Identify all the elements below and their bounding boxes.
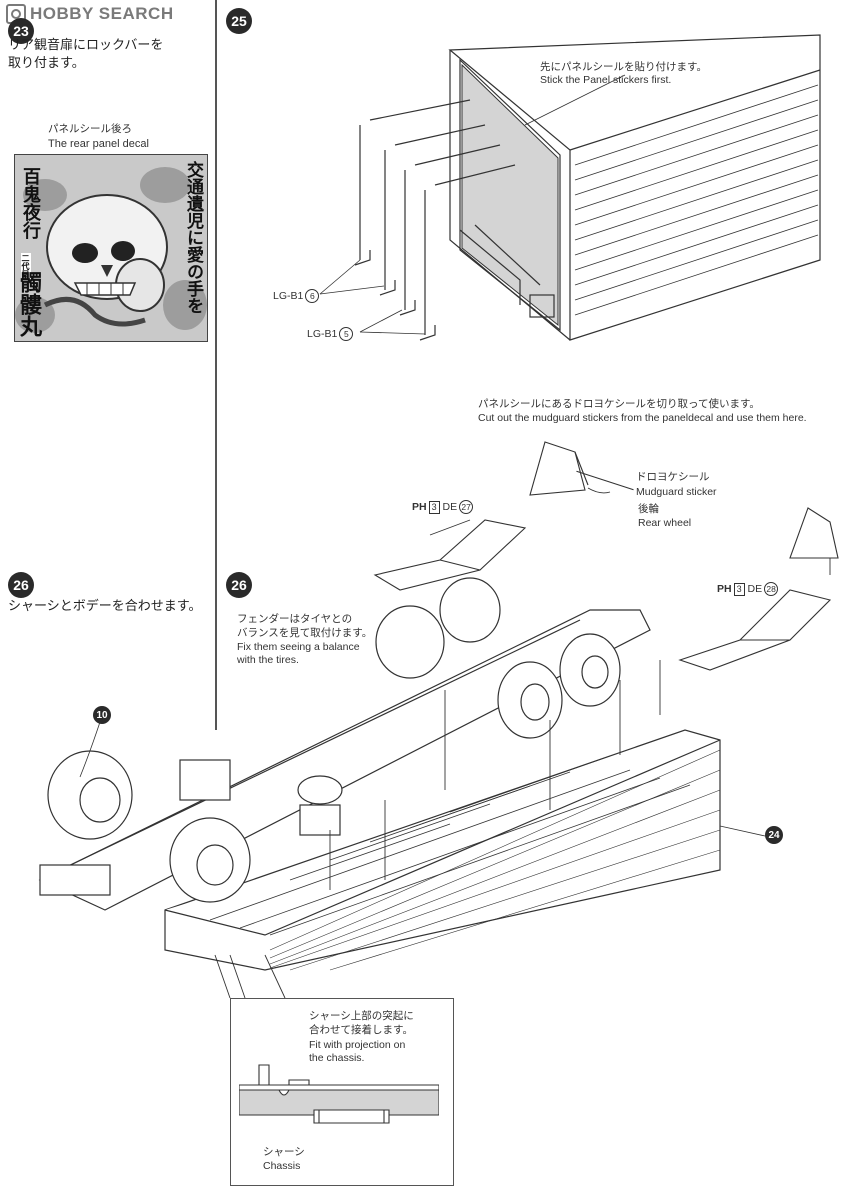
inset-en-2: the chassis. [309,1052,365,1064]
decal-label-jp: パネルシール後ろ [48,123,132,135]
part-de27-runner-num: 3 [428,500,440,514]
cut-note-en: Cut out the mudguard stickers from the p… [478,412,807,424]
part-de28-num: 28 [764,582,779,596]
chassis-label-jp: シャーシ [263,1146,305,1158]
decal-label-en: The rear panel decal [48,138,149,150]
watermark-text: HOBBY SEARCH [30,4,174,23]
rear-panel-decal-image: 交通遺児に愛の手を 百鬼夜行 二代目 髑髏丸 [14,154,208,342]
step-23-badge: 23 [8,18,34,44]
decal-title-b: 髑髏丸 [16,271,42,337]
part-ref-10: 10 [93,706,111,724]
step-26-badge-right: 26 [226,572,252,598]
part-b-num: 5 [339,327,354,341]
step-25-note-en: Stick the Panel stickers first. [540,74,672,86]
decal-title-a: 百鬼夜行 [20,167,41,239]
mudguard-diagram [373,441,839,671]
rear-wheel-en: Rear wheel [638,517,692,529]
part-de28-runner-num: 3 [733,582,745,596]
part-leader-lines [319,259,426,335]
part-ref-24: 24 [765,826,783,844]
fender-note-en-1: Fix them seeing a balance [237,641,360,653]
step-26-instruction: シャーシとボデーを合わせます。 [8,599,202,614]
skull-illustration [15,155,207,341]
step-23-line1: リア観音扉にロックバーを [8,38,164,53]
inset-leader [214,954,286,999]
ref-24-leader [719,825,766,837]
inset-note-en: Fit with projection on the chassis. [309,1039,405,1065]
chassis-body-diagram [38,577,721,971]
column-divider [215,0,217,730]
rear-wheel-jp: 後輪 [638,503,659,515]
mudguard-en: Mudguard sticker [636,486,717,498]
fender-note-jp: フェンダーはタイヤとの バランスを見て取付けます。 [237,612,372,640]
fender-note-en-2: with the tires. [237,654,299,666]
chassis-inset-detail: シャーシ上部の突起に 合わせて接着します。 Fit with projectio… [230,998,454,1186]
part-de27-runner: PH [412,500,427,513]
fender-note-en: Fix them seeing a balance with the tires… [237,641,360,667]
mudguard-jp: ドロヨケシール [636,471,710,483]
step-25-note-jp: 先にパネルシールを貼り付けます。 [540,61,707,73]
part-de28-runner: PH [717,582,732,595]
cut-note-jp: パネルシールにあるドロヨケシールを切り取って使います。 [478,398,760,410]
part-de28-code: DE [747,582,763,595]
inset-en-1: Fit with projection on [309,1039,406,1051]
decal-subtitle: 二代目 [21,253,31,279]
part-a-num: 6 [305,289,320,303]
part-de27-num: 27 [459,500,474,514]
part-de27-code: DE [442,500,458,513]
inset-note-jp: シャーシ上部の突起に 合わせて接着します。 [309,1009,414,1037]
projection-detail-drawing [239,1064,439,1124]
chassis-label-en: Chassis [263,1160,301,1172]
hobby-search-watermark: HOBBY SEARCH [6,4,174,24]
step-25-badge: 25 [226,8,252,34]
step-23-instruction: リア観音扉にロックバーを 取り付ます。 [8,37,208,73]
part-lg-b1-6-label: LG-B1 6 [273,289,320,303]
step-26-badge-left: 26 [8,572,34,598]
fender-note-jp-2: バランスを見て取付けます。 [237,627,373,639]
step-23-line2: 取り付ます。 [8,56,85,71]
decal-slogan: 交通遺児に愛の手を [183,161,203,314]
part-a-code: LG-B1 [273,289,304,302]
inset-jp-2: 合わせて接着します。 [309,1024,413,1036]
part-b-code: LG-B1 [307,327,338,340]
inset-jp-1: シャーシ上部の突起に [309,1010,414,1022]
rear-door-diagram [354,34,821,341]
fender-note-jp-1: フェンダーはタイヤとの [237,613,353,625]
ref-10-leader [79,721,101,778]
part-lg-b1-5-label: LG-B1 5 [307,327,354,341]
